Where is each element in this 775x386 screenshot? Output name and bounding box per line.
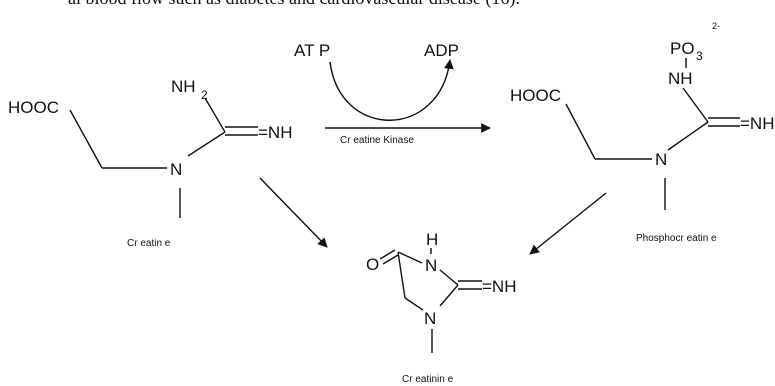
- creatinine-carbonyl-lower: [382, 254, 399, 265]
- creatinine-bond-c2-n: [439, 284, 459, 307]
- reaction-arrows: AT P ADP Cr eatine Kinase: [294, 41, 491, 146]
- creatinine-caption: Cr eatinin e: [402, 374, 454, 385]
- phosphocreatine-to-creatinine-arrow: [529, 192, 607, 255]
- phosphocreatine-n-label: N: [655, 150, 667, 169]
- phosphocreatine-caption: Phosphocr eatin e: [636, 233, 717, 244]
- creatinine-molecule: H N O =NH N Cr eatinin e: [366, 230, 516, 385]
- phosphate-charge: 2-: [712, 21, 720, 31]
- creatine-hooc-label: HOOC: [8, 98, 59, 117]
- phosphocreatine-bond-ch2-hooc: [565, 103, 596, 160]
- phosphocreatine-imine-label: =NH: [740, 114, 774, 133]
- creatine-imine-label: =NH: [258, 123, 292, 142]
- creatinine-h-label: H: [426, 230, 438, 249]
- phosphocreatine-hooc-label: HOOC: [510, 86, 561, 105]
- creatinine-imine-label: =NH: [482, 277, 516, 296]
- creatinine-bond-ch2-n: [404, 297, 424, 311]
- creatinine-o-label: O: [366, 255, 379, 274]
- phosphate-po-label: PO: [670, 39, 695, 58]
- creatinine-bond-c-ch2: [397, 251, 406, 299]
- enzyme-label: Cr eatine Kinase: [340, 135, 414, 146]
- creatine-molecule: HOOC N NH 2 =NH Cr eatin e: [8, 77, 292, 249]
- creatinine-bond-c-n: [397, 251, 423, 264]
- creatinine-bond-n-c2: [439, 269, 459, 286]
- creatinine-carbonyl-upper: [379, 249, 396, 260]
- atp-adp-curved-arrow: [329, 59, 454, 121]
- header-text-line: al blood flow such as diabetes and cardi…: [0, 0, 775, 8]
- phosphocreatine-bond-nh-c: [682, 87, 709, 123]
- adp-label: ADP: [424, 41, 459, 60]
- creatinine-n-bottom-label: N: [424, 309, 436, 328]
- creatine-bond-n-c: [187, 131, 226, 157]
- atp-label: AT P: [294, 41, 330, 60]
- header-text: al blood flow such as diabetes and cardi…: [68, 0, 520, 8]
- phosphate-subscript: 3: [696, 49, 703, 63]
- phosphocreatine-bond-c-n: [667, 121, 709, 151]
- creatine-caption: Cr eatin e: [127, 238, 171, 249]
- creatine-nh2-label: NH: [171, 77, 196, 96]
- creatine-n-label: N: [170, 160, 182, 179]
- creatine-bond-c-nh2: [204, 97, 226, 133]
- creatine-nh2-subscript: 2: [201, 88, 208, 102]
- creatinine-n-top-label: N: [425, 256, 437, 275]
- phosphocreatine-molecule: PO 3 2- NH =NH N HOOC Phosphocr eatin e: [510, 21, 774, 244]
- phosphocreatine-nh-label: NH: [668, 69, 693, 88]
- creatine-to-creatinine-arrow: [259, 177, 328, 248]
- creatine-bond-hooc-ch2: [69, 109, 103, 169]
